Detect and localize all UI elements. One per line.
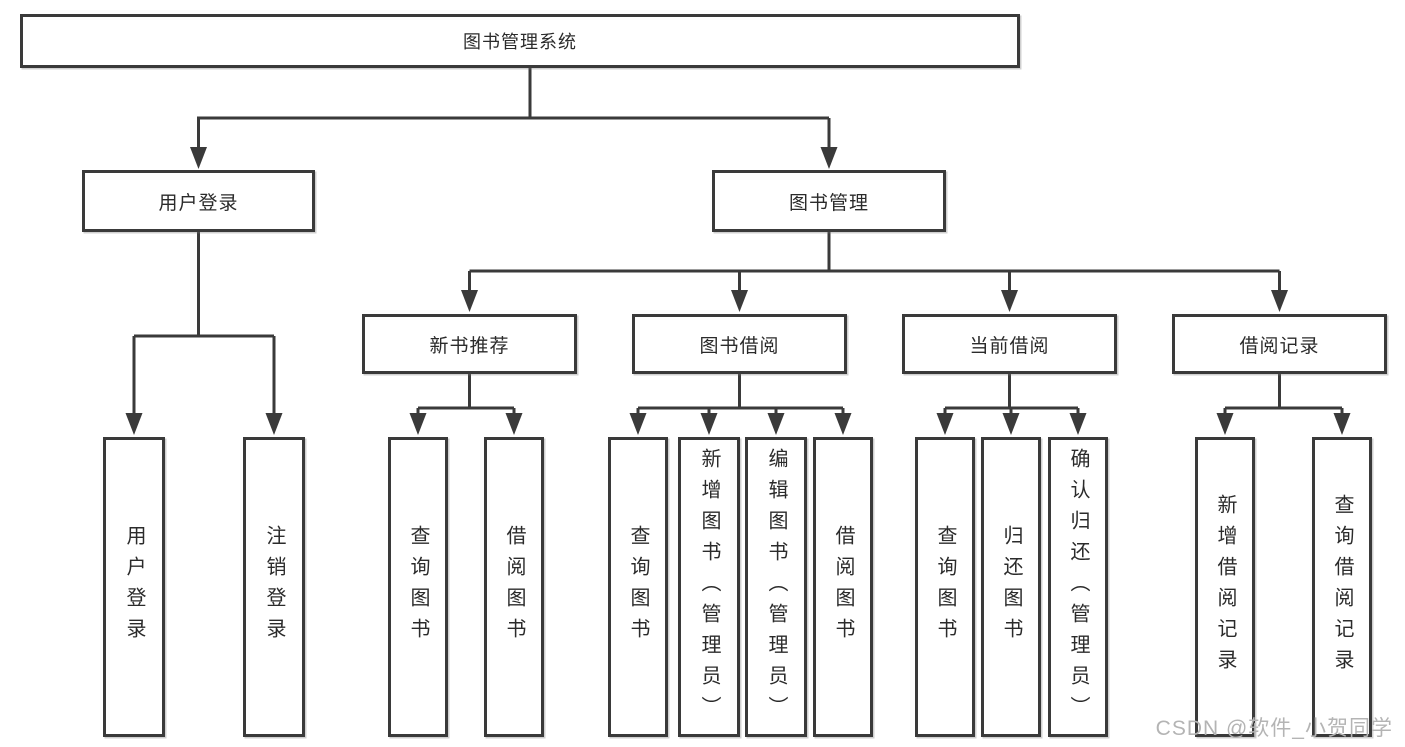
connector-book-borrowing-to-leaves (636, 374, 845, 413)
node-book-management: 图书管理 (712, 170, 946, 232)
node-current-borrowing: 当前借阅 (902, 314, 1117, 374)
leaf-label: 查询借阅记录 (1331, 494, 1353, 680)
leaf-label: 借阅图书 (832, 525, 854, 649)
node-borrowing-records: 借阅记录 (1172, 314, 1387, 374)
leaf-edit-books-admin: 编辑图书（管理员） (745, 437, 807, 737)
node-label: 图书管理 (788, 192, 869, 214)
leaf-label: 新增图书（管理员） (698, 447, 720, 727)
leaf-label: 编辑图书（管理员） (765, 447, 787, 727)
leaf-query-books-borrowing: 查询图书 (608, 437, 668, 737)
node-label: 新书推荐 (429, 335, 510, 357)
leaf-label: 注销登录 (263, 525, 285, 649)
leaf-borrow-books-recommend: 借阅图书 (484, 437, 544, 737)
connector-new-book-to-leaves (416, 374, 516, 413)
node-new-book-recommendation: 新书推荐 (362, 314, 577, 374)
leaf-query-borrowing-record: 查询借阅记录 (1312, 437, 1372, 737)
leaf-add-borrowing-record: 新增借阅记录 (1195, 437, 1255, 737)
leaf-logout: 注销登录 (243, 437, 305, 737)
node-label: 用户登录 (158, 192, 239, 214)
leaf-confirm-return-admin: 确认归还（管理员） (1048, 437, 1108, 737)
connector-root-to-level2 (197, 68, 831, 147)
node-library-management-system: 图书管理系统 (20, 14, 1020, 68)
node-label: 图书管理系统 (463, 32, 577, 52)
node-label: 图书借阅 (699, 335, 780, 357)
leaf-label: 借阅图书 (503, 525, 525, 649)
leaf-label: 查询图书 (627, 525, 649, 649)
node-user-login: 用户登录 (82, 170, 315, 232)
leaf-query-books-recommend: 查询图书 (388, 437, 448, 737)
connector-current-borrowing-to-leaves (943, 374, 1080, 413)
leaf-return-books: 归还图书 (981, 437, 1041, 737)
leaf-label: 确认归还（管理员） (1067, 447, 1089, 727)
leaf-label: 查询图书 (407, 525, 429, 649)
connector-book-management-to-level3 (468, 232, 1281, 290)
csdn-watermark: CSDN @软件_小贺同学 (1155, 717, 1393, 740)
arrowheads (125, 147, 1351, 435)
leaf-query-books-current: 查询图书 (915, 437, 975, 737)
leaf-label: 用户登录 (123, 525, 145, 649)
connector-borrowing-records-to-leaves (1223, 374, 1344, 413)
leaf-add-books-admin: 新增图书（管理员） (678, 437, 740, 737)
leaf-user-login: 用户登录 (103, 437, 165, 737)
leaf-label: 归还图书 (1000, 525, 1022, 649)
leaf-label: 新增借阅记录 (1214, 494, 1236, 680)
leaf-label: 查询图书 (934, 525, 956, 649)
node-label: 借阅记录 (1239, 335, 1320, 357)
node-book-borrowing: 图书借阅 (632, 314, 847, 374)
node-label: 当前借阅 (969, 335, 1050, 357)
leaf-borrow-books: 借阅图书 (813, 437, 873, 737)
connector-user-login-to-leaves (132, 232, 276, 413)
